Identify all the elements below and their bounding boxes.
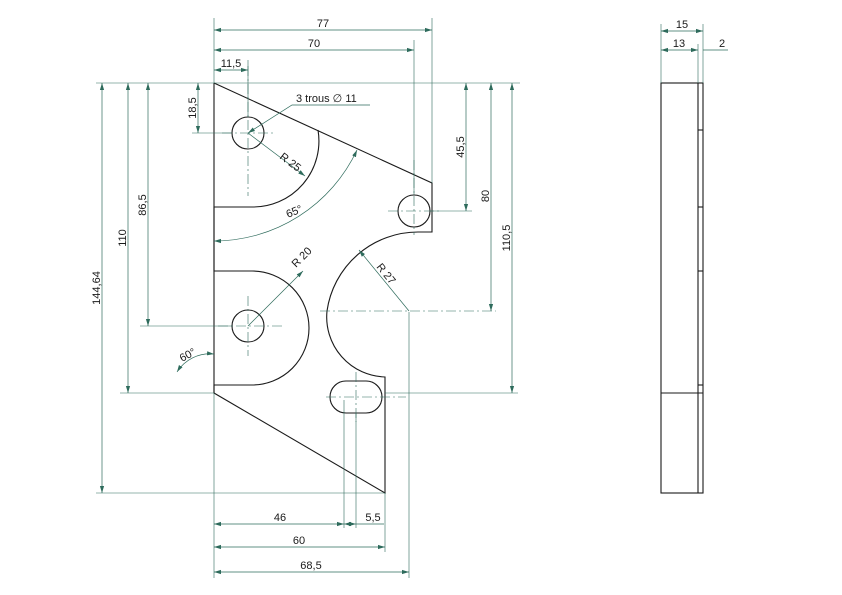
dim-110: 110 (117, 229, 129, 247)
angle-arc-60 (176, 351, 215, 373)
angle-65: 65° (284, 203, 304, 221)
side-outline (660, 82, 704, 494)
dimensions: 77 70 11,5 18,5 86,5 110 144,64 45,5 80 … (91, 18, 515, 575)
radius-r20: R 20 (290, 245, 315, 270)
leader-hole-note (247, 104, 370, 134)
dim-80: 80 (480, 190, 492, 202)
radius-line-r20 (247, 270, 304, 327)
slot (329, 380, 383, 414)
dim-13: 13 (673, 38, 685, 50)
side-view: 15 13 2 (660, 19, 728, 494)
radius-r25: R 25 (277, 151, 303, 175)
dim-5-5: 5,5 (365, 512, 380, 524)
dim-110-5: 110,5 (501, 225, 513, 252)
extension-lines (96, 18, 520, 578)
dim-70: 70 (308, 38, 320, 50)
hole-note: 3 trous ∅ 11 (296, 93, 357, 105)
dim-144-64: 144,64 (91, 271, 103, 305)
dim-60: 60 (293, 535, 305, 547)
front-view (213, 66, 496, 494)
dim-86-5: 86,5 (137, 194, 149, 215)
radius-r27: R 27 (374, 261, 398, 287)
part-outline (213, 82, 433, 494)
dim-45-5: 45,5 (455, 136, 467, 157)
radius-line-r27 (358, 249, 410, 312)
angle-arc-65 (213, 149, 358, 244)
dim-77: 77 (317, 18, 329, 30)
dim-2: 2 (719, 38, 725, 50)
dim-15: 15 (676, 19, 688, 31)
dim-46: 46 (274, 512, 286, 524)
dim-68-5: 68,5 (300, 560, 321, 572)
angle-60: 60° (178, 346, 198, 364)
dim-18-5: 18,5 (187, 97, 199, 118)
dim-11-5: 11,5 (221, 58, 242, 70)
